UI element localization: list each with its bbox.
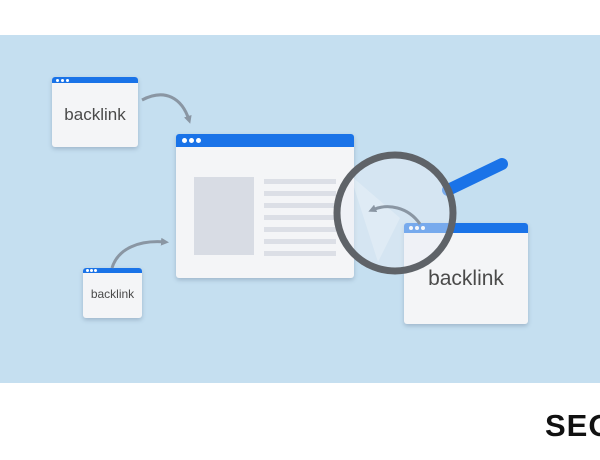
magnifier-icon bbox=[333, 151, 457, 275]
arrow-icon bbox=[110, 237, 169, 269]
text-line bbox=[264, 239, 336, 244]
window-title-bar bbox=[404, 223, 528, 233]
window-title-bar bbox=[52, 77, 138, 83]
window-dot-icon bbox=[94, 269, 97, 272]
text-line bbox=[264, 251, 336, 256]
arrow-icon bbox=[141, 93, 192, 124]
window-dot-icon bbox=[421, 226, 425, 230]
backlink-window-top-left: backlink bbox=[52, 77, 138, 147]
window-dot-icon bbox=[196, 138, 201, 143]
main-webpage-window bbox=[176, 134, 354, 278]
window-dot-icon bbox=[86, 269, 89, 272]
window-title-bar bbox=[176, 134, 354, 147]
text-line bbox=[264, 227, 336, 232]
window-dot-icon bbox=[56, 78, 59, 82]
window-dot-icon bbox=[182, 138, 187, 143]
magnifier-lens bbox=[337, 155, 453, 271]
window-dot-icon bbox=[90, 269, 93, 272]
text-line bbox=[264, 179, 336, 184]
lens-highlight bbox=[350, 175, 400, 262]
text-line bbox=[264, 203, 336, 208]
window-dot-icon bbox=[415, 226, 419, 230]
backlink-label: backlink bbox=[90, 287, 135, 301]
window-title-bar bbox=[83, 268, 142, 273]
window-dot-icon bbox=[189, 138, 194, 143]
backlink-window-right: backlink bbox=[404, 223, 528, 324]
backlink-label: backlink bbox=[64, 105, 126, 124]
arrow-icon bbox=[368, 204, 422, 225]
window-dot-icon bbox=[66, 78, 69, 82]
text-line bbox=[264, 215, 336, 220]
image-placeholder bbox=[194, 177, 254, 255]
backlink-label: backlink bbox=[428, 267, 504, 290]
brand-logo-text: SEO bbox=[545, 408, 600, 443]
magnifier-handle bbox=[442, 158, 508, 196]
backlink-window-bottom-left: backlink bbox=[83, 268, 142, 318]
text-line bbox=[264, 191, 336, 196]
window-dot-icon bbox=[409, 226, 413, 230]
window-dot-icon bbox=[61, 78, 64, 82]
